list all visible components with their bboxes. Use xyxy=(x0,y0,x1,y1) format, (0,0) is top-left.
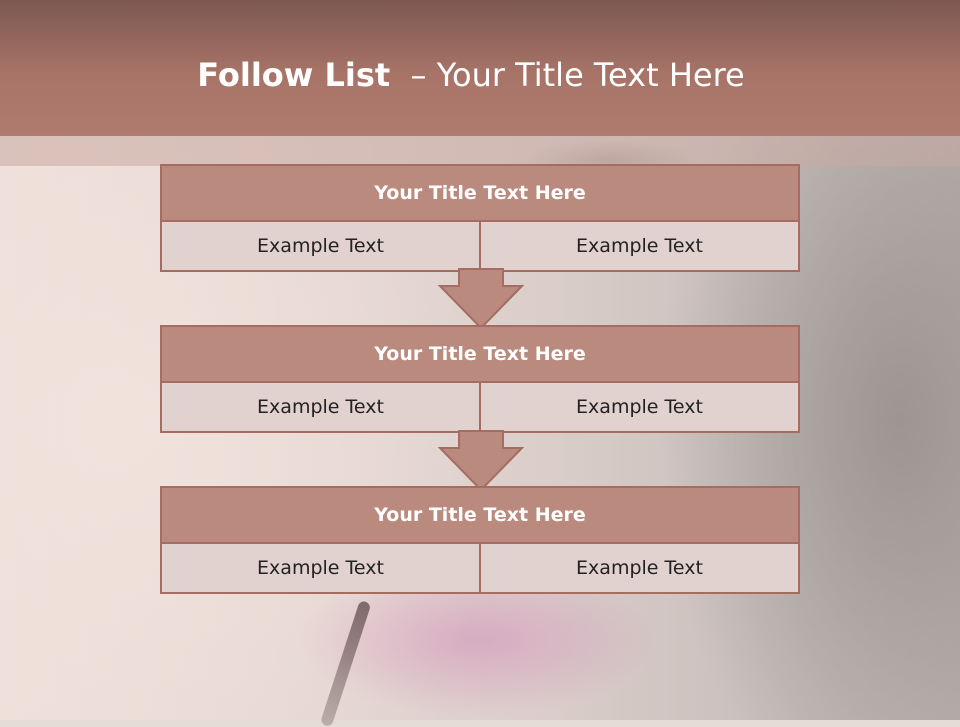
title-bar xyxy=(0,0,960,136)
step-box-left-text: Example Text xyxy=(162,544,479,592)
title-bar-band xyxy=(0,136,960,166)
step-box-right-text: Example Text xyxy=(479,222,798,270)
step-box-left-text: Example Text xyxy=(162,383,479,431)
step-box-title: Your Title Text Here xyxy=(162,488,798,544)
slide-title-rest: – Your Title Text Here xyxy=(390,56,745,94)
slide-title-bold: Follow List xyxy=(197,56,391,94)
step-box-right-text: Example Text xyxy=(479,383,798,431)
step-box-right-text: Example Text xyxy=(479,544,798,592)
down-arrow-icon xyxy=(438,430,524,492)
step-box-title: Your Title Text Here xyxy=(162,166,798,222)
slide-title: Follow List – Your Title Text Here xyxy=(0,56,942,94)
down-arrow-icon xyxy=(438,268,524,330)
photo-lip-brush xyxy=(319,600,372,727)
step-box-left-text: Example Text xyxy=(162,222,479,270)
step-box-3: Your Title Text Here Example Text Exampl… xyxy=(160,486,800,594)
step-box-1: Your Title Text Here Example Text Exampl… xyxy=(160,164,800,272)
step-box-2: Your Title Text Here Example Text Exampl… xyxy=(160,325,800,433)
step-box-title: Your Title Text Here xyxy=(162,327,798,383)
